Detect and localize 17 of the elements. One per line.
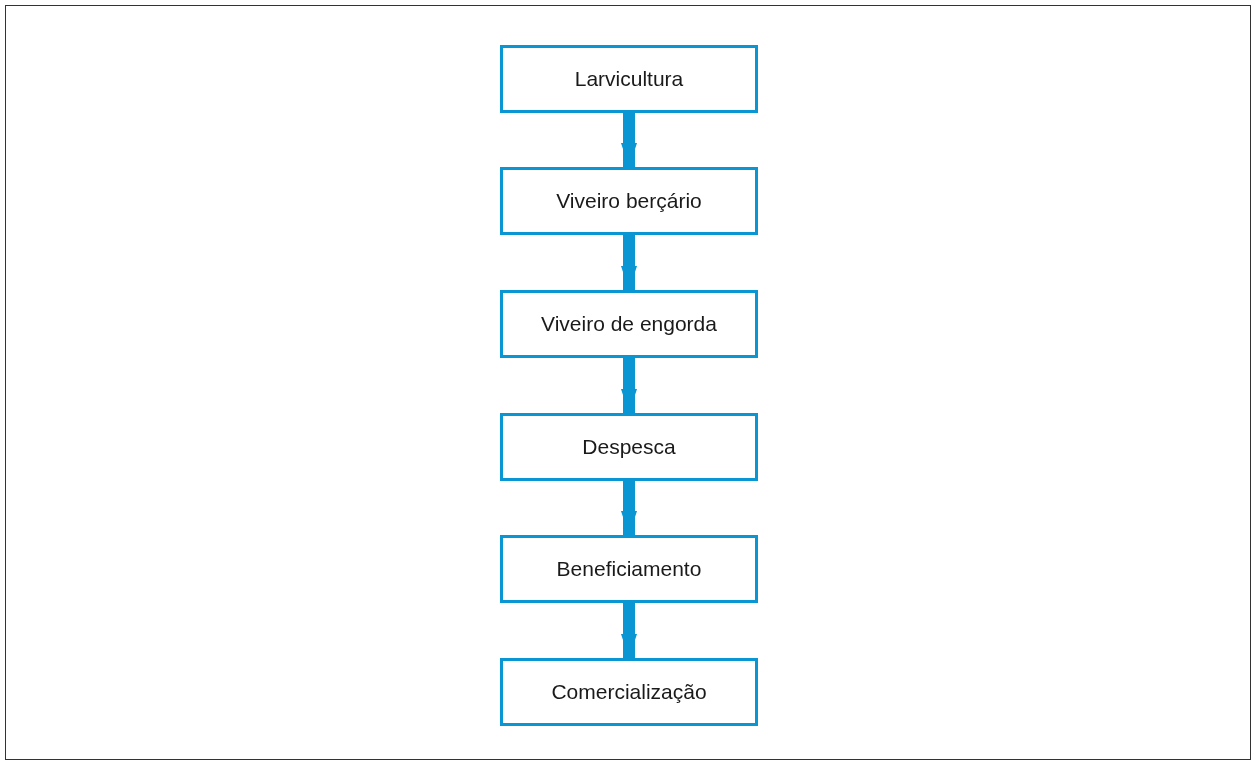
process-box (500, 167, 758, 235)
arrow (621, 603, 637, 658)
step-label: Comercialização (551, 680, 707, 704)
process-box (500, 535, 758, 603)
process-box (500, 658, 758, 726)
step-label: Viveiro berçário (556, 189, 702, 213)
arrow (621, 358, 637, 413)
step-label: Despesca (582, 435, 676, 459)
step-label: Beneficiamento (556, 557, 702, 581)
arrow (621, 235, 637, 290)
step-label: Viveiro de engorda (541, 312, 717, 336)
arrow (621, 481, 637, 535)
arrow (621, 113, 637, 167)
process-box (500, 45, 758, 113)
step-label: Larvicultura (574, 67, 684, 91)
process-box (500, 290, 758, 358)
process-box (500, 413, 758, 481)
